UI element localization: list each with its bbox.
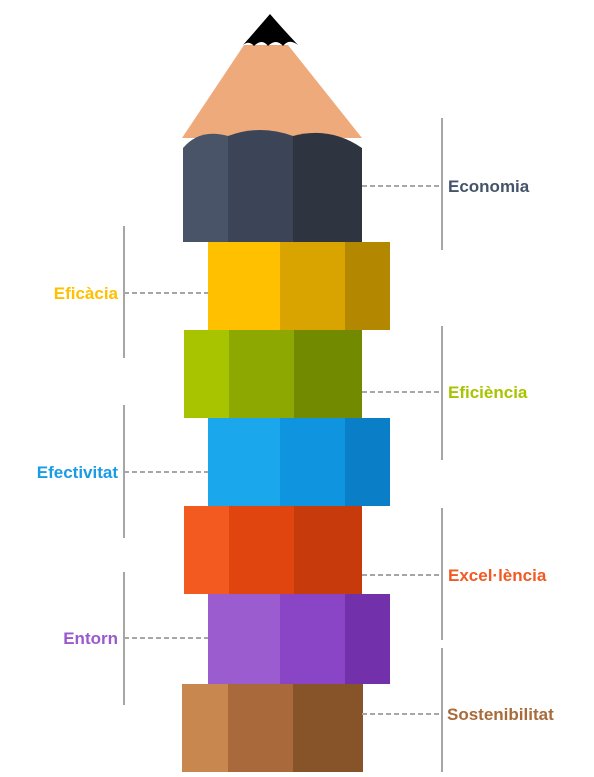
label-entorn: Entorn [63,629,118,648]
segment-5-panel-0 [208,594,280,684]
segment-1-panel-2 [345,242,390,330]
pencil-wood-cone [182,45,362,138]
segment-6-panel-1 [228,684,293,772]
label-eficacia: Eficàcia [54,284,119,303]
segment-2-panel-0 [184,330,229,418]
label-economia: Economia [448,177,530,196]
segment-3-panel-2 [345,418,390,506]
segment-4-panel-0 [184,506,229,594]
segment-1-panel-1 [280,242,345,330]
segment-6-panel-0 [182,684,228,772]
pencil-segments [182,242,390,772]
eraser-middle-panel [228,130,293,242]
segment-4-panel-1 [229,506,294,594]
segment-4-panel-2 [294,506,362,594]
segment-1-panel-0 [208,242,280,330]
segment-2-panel-2 [294,330,362,418]
segment-3-panel-0 [208,418,280,506]
eraser-right-panel [293,132,362,242]
segment-6-panel-2 [293,684,363,772]
labels-layer: Economia Eficàcia Eficiència Efectivitat… [37,118,554,772]
pencil-eraser-block [183,130,362,242]
eraser-left-panel [183,133,228,242]
label-excellencia: Excel·lència [448,566,547,585]
label-eficiencia: Eficiència [448,383,528,402]
segment-5-panel-2 [345,594,390,684]
label-sostenibilitat: Sostenibilitat [447,705,554,724]
segment-5-panel-1 [280,594,345,684]
segment-2-panel-1 [229,330,294,418]
pencil-lead-tip [243,14,298,46]
label-efectivitat: Efectivitat [37,463,119,482]
segment-3-panel-1 [280,418,345,506]
